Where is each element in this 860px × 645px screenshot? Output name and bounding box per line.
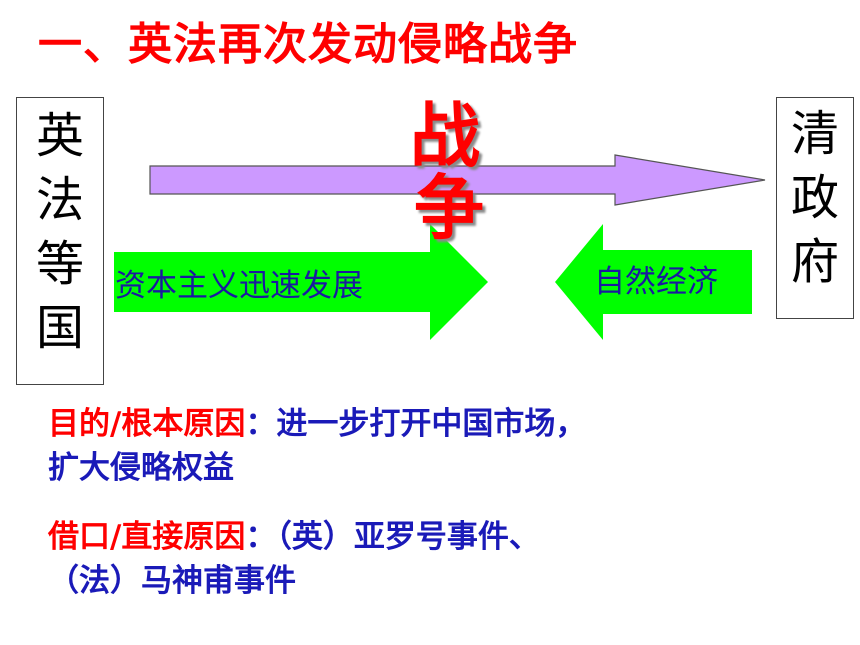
page-title: 一、英法再次发动侵略战争 — [38, 19, 578, 70]
purpose-line2: 扩大侵略权益 — [48, 450, 234, 486]
natural-economy-label: 自然经济 — [594, 264, 718, 300]
right-box-qing-government: 清 政 府 — [776, 97, 854, 319]
left-box-char: 英 — [35, 108, 84, 164]
right-box-char: 府 — [790, 234, 839, 290]
left-box-char: 法 — [35, 172, 84, 228]
left-box-char: 国 — [35, 300, 84, 356]
pretext-paragraph: 借口/直接原因：（英）亚罗号事件、 （法）马神甫事件 — [48, 515, 828, 603]
pretext-line1: （英）亚罗号事件、 — [276, 519, 540, 555]
purpose-label: 目的/根本原因 — [48, 406, 246, 442]
left-box-char: 等 — [35, 236, 84, 292]
natural-economy-arrow — [555, 224, 752, 340]
purpose-line1: 进一步打开中国市场， — [276, 406, 587, 442]
capitalism-arrow — [114, 224, 488, 340]
pretext-sep: ： — [245, 519, 277, 555]
war-char: 战 — [410, 95, 480, 177]
war-char: 争 — [414, 167, 484, 249]
right-box-char: 政 — [790, 170, 839, 226]
right-box-char: 清 — [790, 106, 839, 162]
purpose-paragraph: 目的/根本原因：进一步打开中国市场， 扩大侵略权益 — [48, 402, 828, 490]
purpose-sep: ： — [245, 406, 277, 442]
pretext-line2: （法）马神甫事件 — [48, 563, 296, 599]
capitalism-label: 资本主义迅速发展 — [115, 268, 363, 304]
left-box-powers: 英 法 等 国 — [16, 97, 104, 385]
pretext-label: 借口/直接原因 — [48, 519, 246, 555]
war-arrow — [149, 154, 766, 206]
